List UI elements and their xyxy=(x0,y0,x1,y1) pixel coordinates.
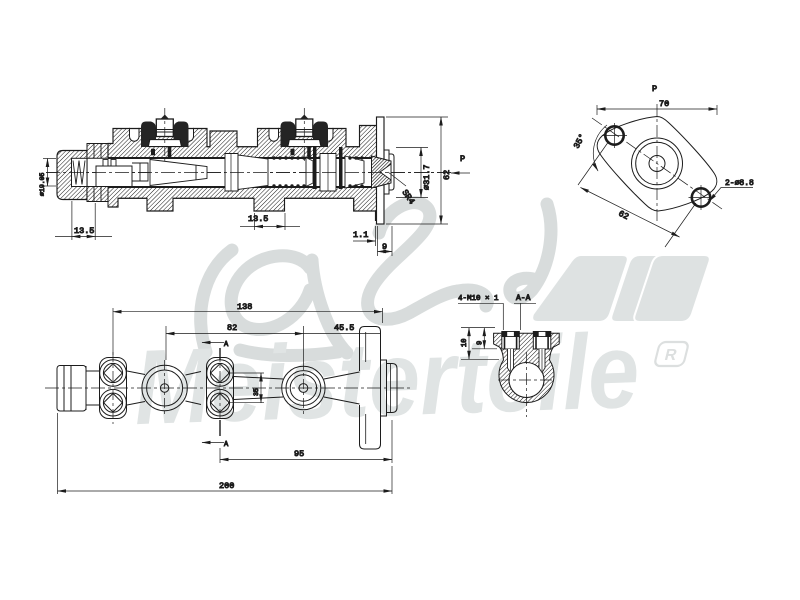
svg-text:62: 62 xyxy=(442,170,452,180)
svg-text:13.5: 13.5 xyxy=(248,214,268,224)
svg-text:P: P xyxy=(652,84,657,94)
svg-text:35: 35 xyxy=(253,388,260,396)
svg-text:200: 200 xyxy=(219,481,234,491)
svg-text:9: 9 xyxy=(382,242,387,252)
svg-text:45.5: 45.5 xyxy=(334,323,354,333)
svg-text:1.1: 1.1 xyxy=(353,230,368,240)
svg-text:⌀19.05: ⌀19.05 xyxy=(39,172,46,196)
svg-text:⌀31.7: ⌀31.7 xyxy=(422,164,432,190)
svg-text:138: 138 xyxy=(237,302,252,312)
svg-text:62: 62 xyxy=(617,209,631,223)
svg-text:13.5: 13.5 xyxy=(74,226,94,236)
svg-text:10: 10 xyxy=(461,339,469,347)
svg-text:4-M10 × 1: 4-M10 × 1 xyxy=(458,295,499,303)
svg-text:R: R xyxy=(663,346,679,364)
svg-text:95: 95 xyxy=(294,449,304,459)
svg-text:P: P xyxy=(460,154,465,164)
svg-text:9: 9 xyxy=(477,341,485,345)
svg-text:82: 82 xyxy=(227,323,237,333)
svg-text:2-⌀8.8: 2-⌀8.8 xyxy=(725,179,754,188)
svg-text:A: A xyxy=(224,341,229,349)
svg-text:70: 70 xyxy=(659,99,669,109)
svg-text:A: A xyxy=(224,441,229,449)
svg-text:A-A: A-A xyxy=(516,294,531,303)
